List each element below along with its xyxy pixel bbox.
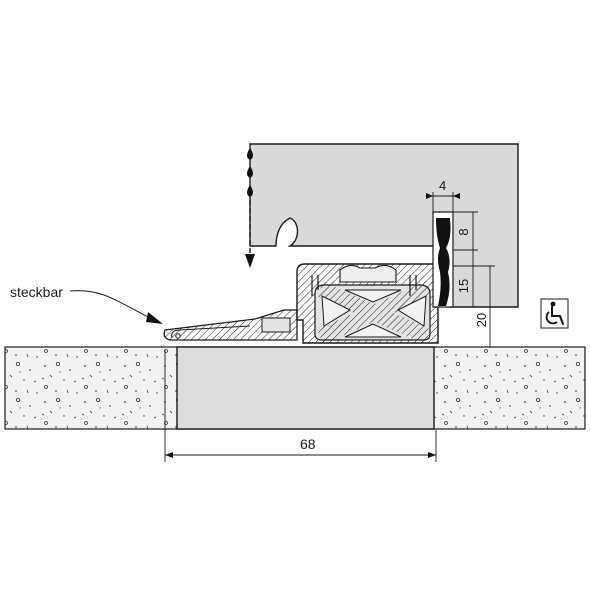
steckbar-ramp <box>163 309 298 341</box>
threshold-profile <box>296 263 439 345</box>
arrow-down-icon <box>245 200 255 268</box>
dimension-ticks <box>165 193 460 458</box>
dimension-4-label: 4 <box>439 178 446 193</box>
wheelchair-icon <box>540 298 569 329</box>
dimension-15-label: 15 <box>456 279 471 293</box>
drop-seal <box>432 211 454 308</box>
dimension-20-label: 20 <box>474 313 489 327</box>
water-drop-icon <box>247 148 253 197</box>
steckbar-leader <box>69 290 163 324</box>
steckbar-label: steckbar <box>10 284 63 300</box>
dimension-lines <box>164 192 495 462</box>
dimension-68-label: 68 <box>300 436 316 452</box>
threshold-frame-block <box>176 346 435 430</box>
dimension-8-label: 8 <box>456 228 471 235</box>
